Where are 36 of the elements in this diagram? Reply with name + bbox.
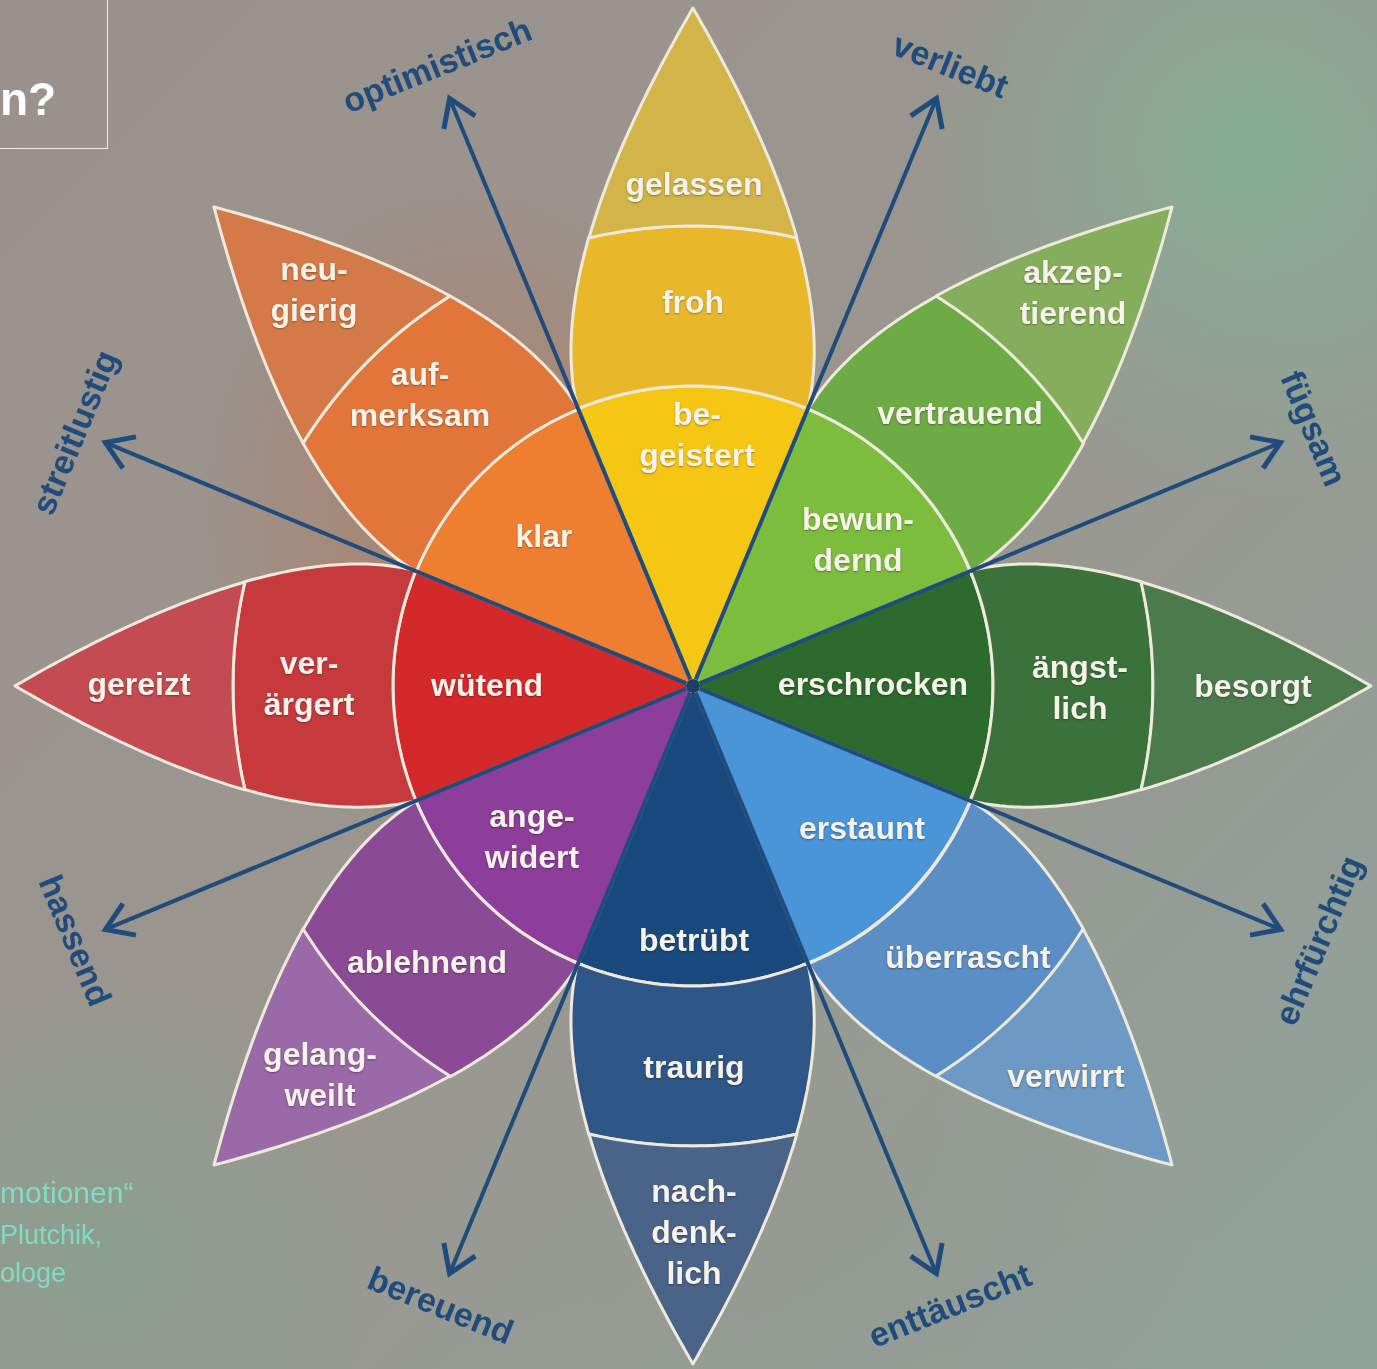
emotion-label: wütend (431, 665, 543, 705)
emotion-label: besorgt (1194, 666, 1312, 706)
caption-text: Plutchik, (0, 1220, 103, 1251)
emotion-label: gelassen (625, 164, 763, 204)
emotion-label: ängst- lich (1032, 648, 1128, 728)
arrow (693, 95, 945, 681)
arrow (441, 691, 693, 1277)
emotion-label: ablehnend (347, 942, 507, 982)
heading: n? (0, 0, 108, 149)
arrow (698, 686, 1284, 938)
emotion-label: traurig (643, 1047, 745, 1087)
emotion-label: ange- widert (484, 797, 580, 877)
emotion-label: vertrauend (877, 393, 1043, 433)
emotion-label: bewun- dernd (802, 500, 914, 580)
emotion-label: auf- merksam (349, 355, 491, 435)
emotion-label: nach- denk- lich (651, 1171, 737, 1293)
arrow (698, 434, 1284, 686)
emotion-label: erschrocken (777, 664, 969, 704)
arrow (102, 686, 688, 938)
emotion-label: akzep- tierend (1019, 253, 1127, 333)
emotion-label: be- geistert (639, 395, 755, 475)
emotion-label: gereizt (87, 664, 191, 704)
arrow (102, 434, 688, 686)
emotion-label: froh (661, 282, 725, 322)
emotion-label: klar (515, 516, 573, 556)
caption-text: motionen“ (0, 1176, 134, 1210)
emotion-label: neu- gierig (270, 250, 358, 330)
emotion-label: erstaunt (798, 808, 926, 848)
emotion-label: gelang- weilt (263, 1035, 377, 1115)
arrow (441, 95, 693, 681)
caption-text: ologe (0, 1258, 67, 1289)
emotion-label: verwirrt (1007, 1056, 1125, 1096)
arrow (693, 691, 945, 1277)
emotion-label: überrascht (885, 937, 1051, 977)
emotion-label: betrübt (638, 920, 750, 960)
emotion-label: ver- ärgert (263, 644, 355, 724)
